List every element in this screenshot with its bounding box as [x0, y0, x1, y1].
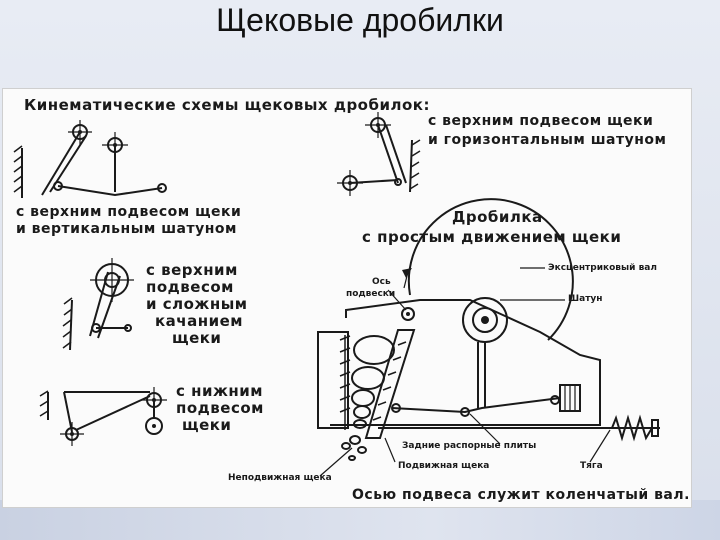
label-vertical-1: с верхним подвесом щеки: [16, 204, 241, 220]
fixed-jaw: [339, 335, 351, 430]
fixed-jaw-block: [317, 331, 349, 429]
toggle-plates: [391, 397, 561, 414]
scheme-lower-suspension: [39, 387, 167, 446]
callout-eccentric-shaft: Эксцентриковый вал: [548, 263, 657, 273]
stones: [341, 335, 395, 461]
label-vertical-2: и вертикальным шатуном: [16, 221, 237, 237]
label-horizontal-2: и горизонтальным шатуном: [428, 132, 666, 148]
label-complex-1: с верхним: [146, 261, 238, 279]
scheme-vertical-rod: [13, 120, 167, 198]
crusher-drawing: [317, 198, 660, 477]
diagram-heading: Кинематические схемы щековых дробилок:: [24, 96, 430, 114]
label-horizontal-1: с верхним подвесом щеки: [428, 113, 653, 129]
label-lower-2: подвесом: [176, 399, 264, 417]
flywheel: [407, 198, 574, 341]
callout-movable-jaw: Подвижная щека: [398, 461, 489, 471]
scheme-horizontal-rod: [337, 112, 421, 196]
callout-axis-2: подвески: [346, 289, 395, 299]
callout-connecting-rod: Шатун: [568, 294, 603, 304]
callout-rod: Тяга: [580, 461, 603, 471]
callout-axis-1: Ось: [372, 277, 391, 287]
label-complex-5: щеки: [172, 329, 221, 347]
label-complex-2: подвесом: [146, 278, 234, 296]
spring: [611, 414, 653, 442]
scheme-complex-swing: [62, 258, 134, 351]
label-lower-1: с нижним: [176, 382, 263, 400]
frame: [330, 299, 601, 426]
diagram-panel: [2, 88, 692, 508]
callout-rear-plates: Задние распорные плиты: [402, 441, 536, 451]
footnote: Осью подвеса служит коленчатый вал.: [352, 487, 690, 503]
label-lower-3: щеки: [182, 416, 231, 434]
crusher-title-2: с простым движением щеки: [362, 228, 621, 246]
crusher-title-1: Дробилка: [452, 208, 543, 226]
slide-title: Щековые дробилки: [216, 2, 504, 38]
label-complex-3: и сложным: [146, 295, 248, 313]
movable-jaw: [364, 329, 416, 439]
callout-fixed-jaw: Неподвижная щека: [228, 473, 332, 483]
label-complex-4: качанием: [155, 312, 243, 330]
